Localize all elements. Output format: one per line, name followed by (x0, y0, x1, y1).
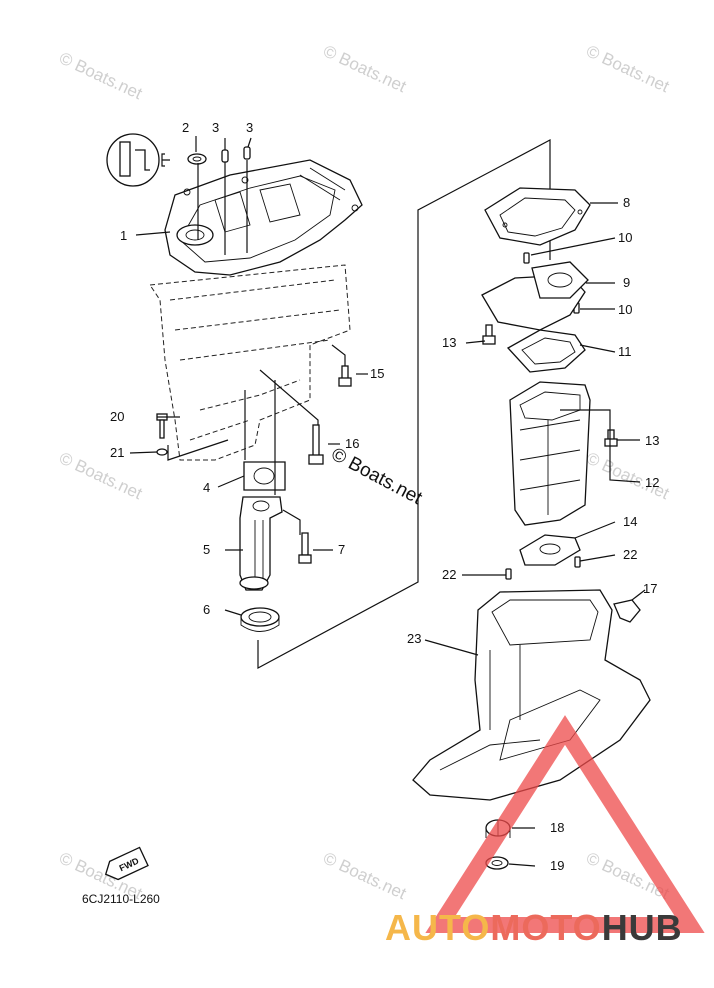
callout-4: 4 (203, 480, 210, 495)
callout-5: 5 (203, 542, 210, 557)
part-11-gasket (506, 329, 586, 373)
part-14-seal (519, 534, 581, 566)
part-9-pump-housing (481, 261, 589, 331)
part-2-washer (187, 153, 207, 165)
part-12-exhaust-manifold (509, 381, 591, 526)
callout-23: 23 (407, 631, 421, 646)
watermark: © Boats.net (320, 848, 409, 903)
part-16-stud-bolt (308, 424, 324, 465)
automotohub-logo: AUTOMOTOHUB (385, 715, 705, 948)
callout-13: 13 (645, 433, 659, 448)
watermark: © Boats.net (56, 48, 145, 103)
callout-8: 8 (623, 195, 630, 210)
logo-text-hub: HUB (602, 907, 683, 948)
part-4-gasket (243, 461, 286, 491)
part-5-pipe (239, 496, 283, 591)
part-1-exhaust-guide (164, 159, 363, 276)
callout-18: 18 (550, 820, 564, 835)
logo-text: AUTOMOTOHUB (385, 907, 683, 948)
leader-lines-left (129, 136, 551, 670)
callout-14: 14 (623, 514, 637, 529)
part-17-plug (613, 599, 641, 623)
detail-inset (106, 133, 170, 187)
fwd-arrow-icon: FWD (104, 846, 149, 881)
part-7-bolt (298, 532, 312, 564)
part-8-gasket (484, 187, 591, 246)
callout-21: 21 (110, 445, 124, 460)
callout-11: 11 (618, 344, 632, 359)
leader-lines-right (424, 202, 646, 867)
callout-labels: 1 2 3 3 4 5 6 7 8 9 10 10 11 12 13 13 14… (110, 120, 659, 873)
callout-3: 3 (212, 120, 219, 135)
engine-ghost-outline (149, 264, 351, 461)
part-3-dowel-pins (221, 146, 251, 163)
part-21-washer (156, 448, 168, 456)
callout-9: 9 (623, 275, 630, 290)
callout-17: 17 (643, 581, 657, 596)
logo-text-auto: AUTO (385, 907, 490, 948)
callout-20: 20 (110, 409, 124, 424)
part-6-seal (240, 607, 280, 632)
part-22-pin-left (505, 568, 512, 580)
callout-10: 10 (618, 230, 632, 245)
part-22-pin-right (574, 556, 581, 568)
part-10-pin-upper (523, 252, 530, 264)
callout-10: 10 (618, 302, 632, 317)
callout-2: 2 (182, 120, 189, 135)
part-13-bolt-left (482, 324, 496, 345)
callout-12: 12 (645, 475, 659, 490)
part-15-bolt (338, 365, 352, 387)
diagram-code: 6CJ2110-L260 (82, 892, 160, 906)
callout-13: 13 (442, 335, 456, 350)
callout-16: 16 (345, 436, 359, 451)
callout-3: 3 (246, 120, 253, 135)
watermark: © Boats.net (56, 448, 145, 503)
part-13-bolt-right (604, 429, 618, 447)
logo-triangle-icon (425, 715, 705, 933)
callout-19: 19 (550, 858, 564, 873)
watermark: © Boats.net (583, 41, 672, 96)
callout-1: 1 (120, 228, 127, 243)
watermark: © Boats.net (320, 41, 409, 96)
callout-22: 22 (623, 547, 637, 562)
callout-6: 6 (203, 602, 210, 617)
logo-text-moto: MOTO (490, 907, 601, 948)
watermark-center: © Boats.net (328, 444, 426, 510)
callout-15: 15 (370, 366, 384, 381)
callout-7: 7 (338, 542, 345, 557)
callout-22: 22 (442, 567, 456, 582)
